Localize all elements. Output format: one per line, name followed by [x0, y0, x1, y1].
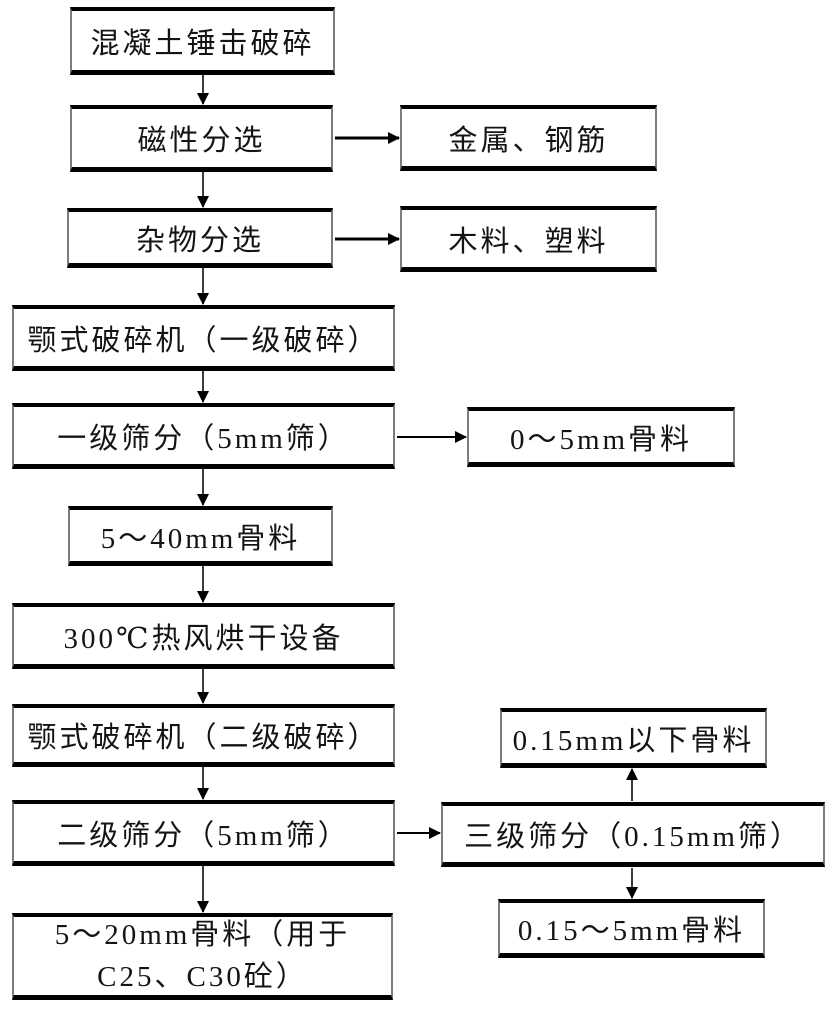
node-label: 金属、钢筋	[448, 124, 609, 157]
node-primary-screening-5mm: 一级筛分（5mm筛）	[12, 403, 395, 469]
node-label: 混凝土锤击破碎	[90, 27, 315, 60]
node-tertiary-screening-0-15mm: 三级筛分（0.15mm筛）	[441, 802, 825, 867]
node-debris-separation: 杂物分选	[67, 208, 333, 268]
node-label: 木料、塑料	[448, 225, 609, 258]
node-label: 0.15～5mm骨料	[517, 915, 746, 947]
node-jaw-crusher-stage2: 颚式破碎机（二级破碎）	[12, 704, 395, 767]
node-5-40mm-aggregate: 5～40mm骨料	[68, 506, 333, 566]
node-label: 300℃热风烘干设备	[63, 622, 344, 655]
node-5-20mm-aggregate-c25-c30: 5～20mm骨料（用于 C25、C30砼）	[12, 913, 393, 1000]
node-label: 二级筛分（5mm筛）	[57, 819, 350, 852]
node-label: 磁性分选	[137, 125, 266, 157]
node-metal-rebar: 金属、钢筋	[400, 105, 657, 171]
node-label: 一级筛分（5mm筛）	[57, 422, 350, 455]
node-label: 颚式破碎机（二级破碎）	[27, 722, 380, 754]
node-0-5mm-aggregate: 0～5mm骨料	[467, 407, 735, 467]
node-label-line2: C25、C30砼）	[97, 961, 308, 993]
node-concrete-hammer-crushing: 混凝土锤击破碎	[70, 7, 335, 75]
node-0-15-5mm-aggregate: 0.15～5mm骨料	[498, 899, 765, 958]
node-magnetic-separation: 磁性分选	[70, 105, 333, 172]
node-wood-plastic: 木料、塑料	[400, 206, 657, 272]
node-hot-air-drying-equipment: 300℃热风烘干设备	[12, 603, 395, 669]
node-below-0-15mm-aggregate: 0.15mm以下骨料	[500, 708, 767, 768]
node-label: 0～5mm骨料	[509, 423, 693, 456]
node-label: 5～40mm骨料	[100, 522, 301, 555]
node-label: 0.15mm以下骨料	[512, 724, 755, 757]
node-secondary-screening-5mm: 二级筛分（5mm筛）	[12, 800, 395, 866]
node-jaw-crusher-stage1: 颚式破碎机（一级破碎）	[12, 305, 395, 371]
node-label: 颚式破碎机（一级破碎）	[27, 324, 380, 357]
node-label: 杂物分选	[135, 224, 264, 257]
node-label-line1: 5～20mm骨料（用于	[54, 918, 351, 951]
node-label: 三级筛分（0.15mm筛）	[464, 821, 802, 853]
